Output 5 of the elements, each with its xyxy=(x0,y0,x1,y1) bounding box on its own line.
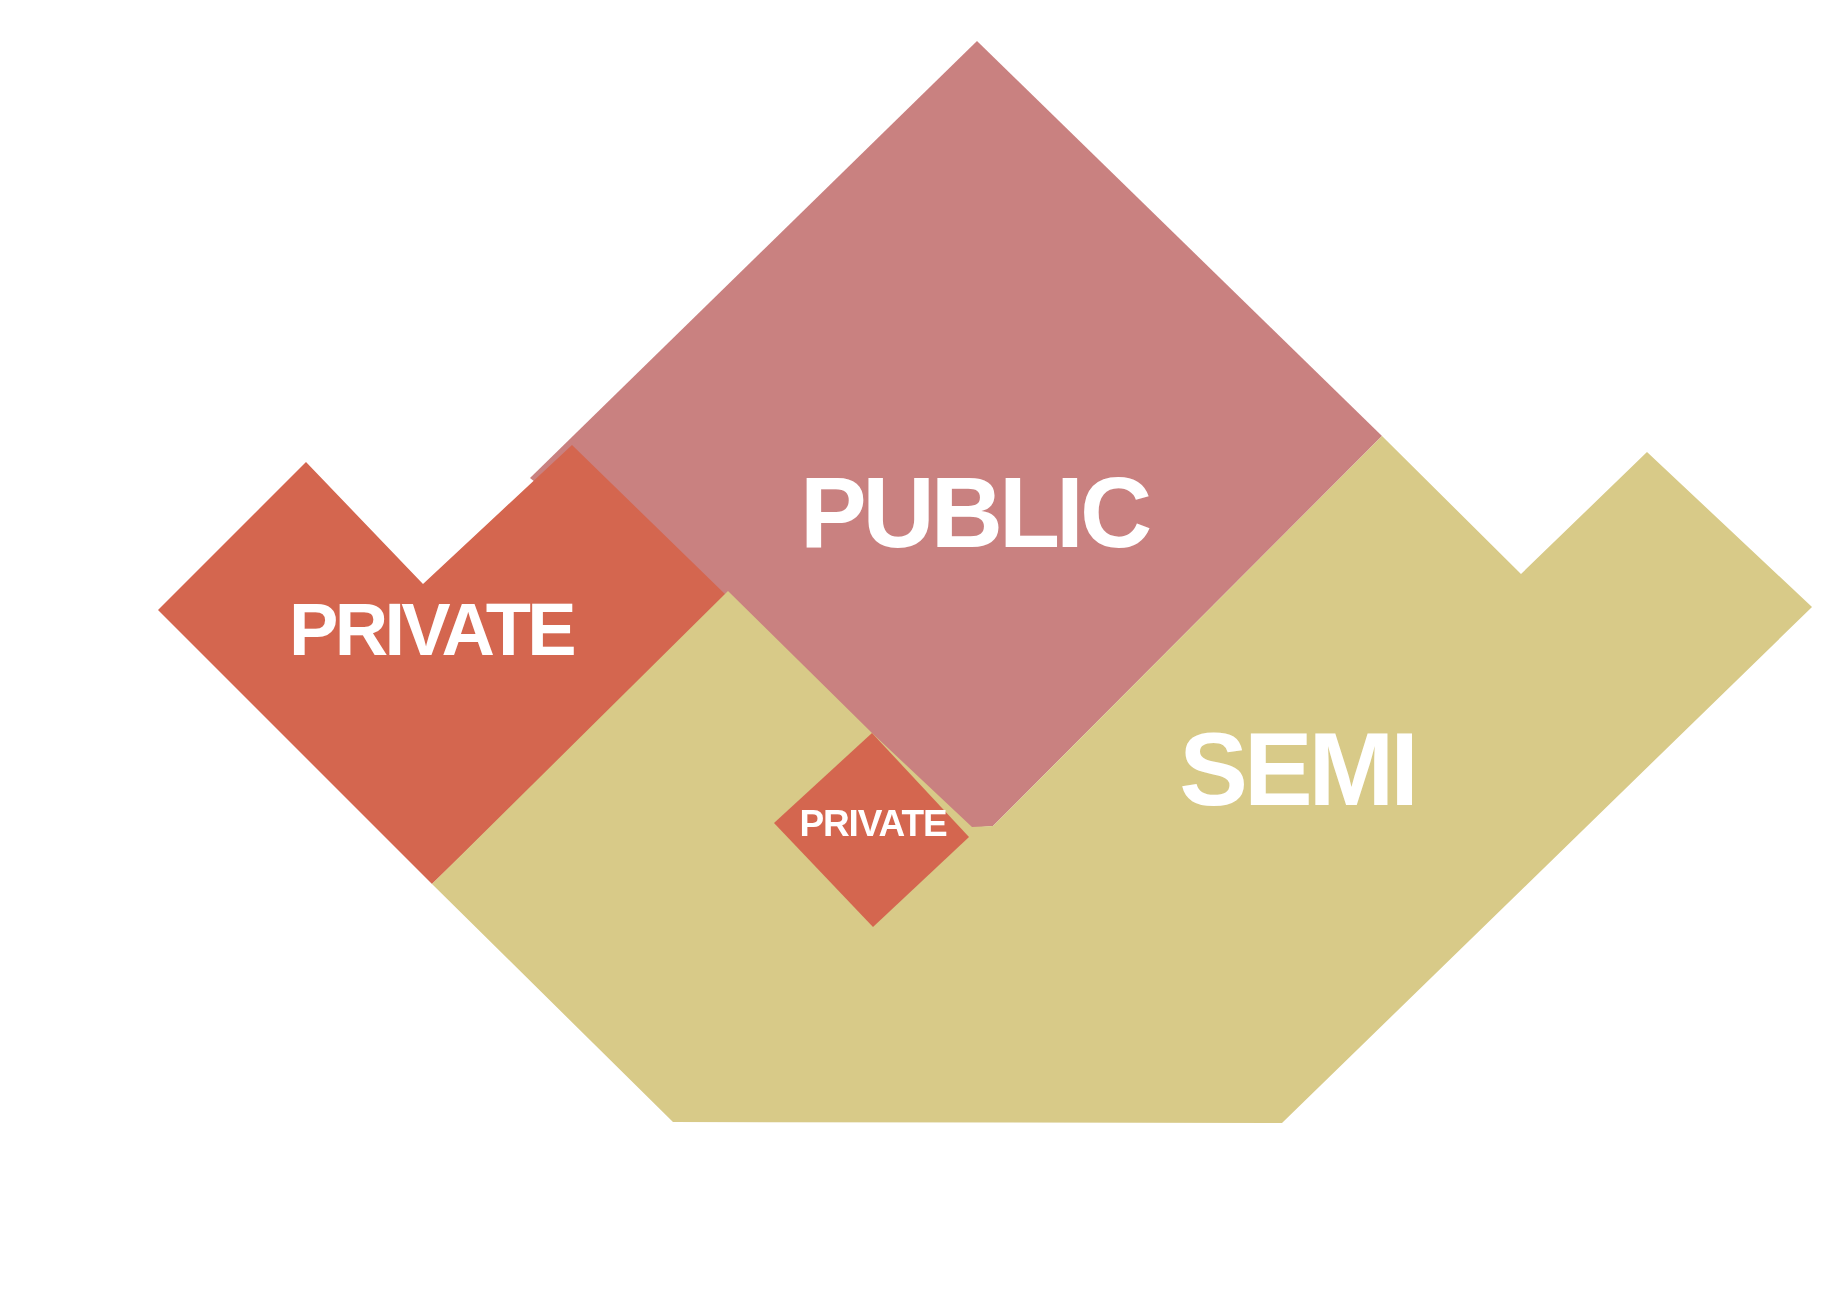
zone-label: PUBLIC xyxy=(799,462,1149,562)
zone-label: PRIVATE xyxy=(289,593,573,667)
zone-label: PRIVATE xyxy=(799,804,947,842)
zone-label: SEMI xyxy=(1179,717,1415,821)
small-diamond xyxy=(774,733,969,927)
